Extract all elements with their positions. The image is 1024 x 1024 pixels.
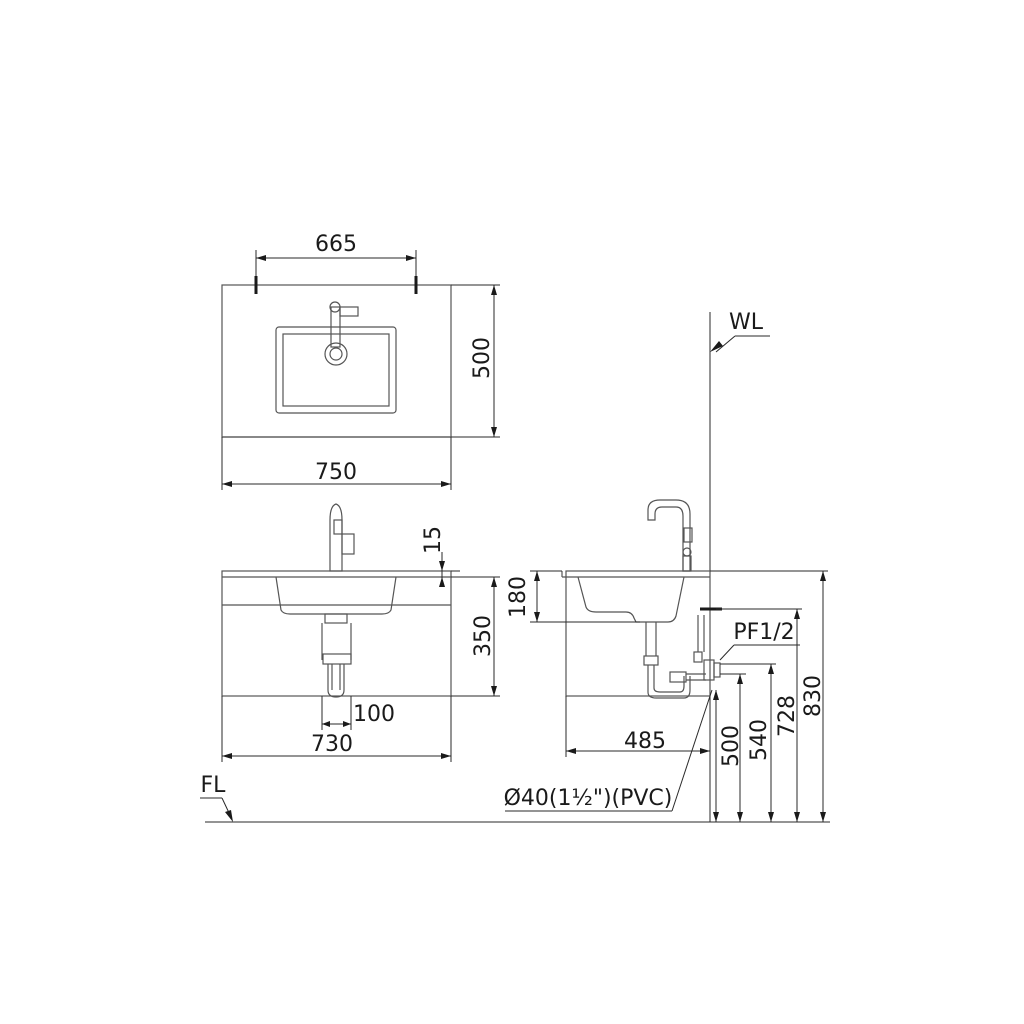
countertop-outline xyxy=(221,284,452,438)
dim-width: 750 xyxy=(315,460,357,485)
front-faucet-handle xyxy=(341,533,355,555)
dim-height-830: 830 xyxy=(801,675,826,717)
dim-top-thickness: 15 xyxy=(421,526,446,554)
floor-line-group: FL xyxy=(200,773,830,823)
dim-bowl-depth: 180 xyxy=(506,576,531,618)
top-view: 665 500 750 xyxy=(221,232,500,490)
dim-height-540: 540 xyxy=(747,719,772,761)
side-basin-bowl xyxy=(577,576,685,623)
dim-depth: 500 xyxy=(470,337,495,379)
pipe-label: Ø40(1½")(PVC) xyxy=(504,786,673,811)
dim-drain-offset: 100 xyxy=(353,702,395,727)
faucet-spout-top xyxy=(330,306,341,348)
dim-basin-width: 665 xyxy=(315,232,357,257)
dim-drain-setback: 485 xyxy=(624,729,666,754)
cabinet-outline xyxy=(221,570,452,697)
front-view: 15 350 100 730 xyxy=(221,503,500,762)
front-basin-bowl xyxy=(275,576,397,615)
basin-inner xyxy=(282,333,390,407)
side-cabinet-outline xyxy=(565,570,711,697)
side-drain-trap xyxy=(643,655,659,666)
dim-height-728: 728 xyxy=(775,695,800,737)
dim-cabinet-width: 730 xyxy=(311,732,353,757)
faucet-base-icon xyxy=(324,342,348,366)
faucet-handle-top xyxy=(339,306,359,317)
side-view: WL 180 PF xyxy=(504,310,828,822)
wall-line-label: WL xyxy=(729,310,764,335)
floor-line-label: FL xyxy=(201,773,227,798)
front-drain-pipe xyxy=(324,613,348,624)
dim-cabinet-height: 350 xyxy=(471,615,496,657)
front-faucet-icon xyxy=(329,503,343,572)
supply-label: PF1/2 xyxy=(733,620,794,645)
basin-outer xyxy=(275,326,397,414)
